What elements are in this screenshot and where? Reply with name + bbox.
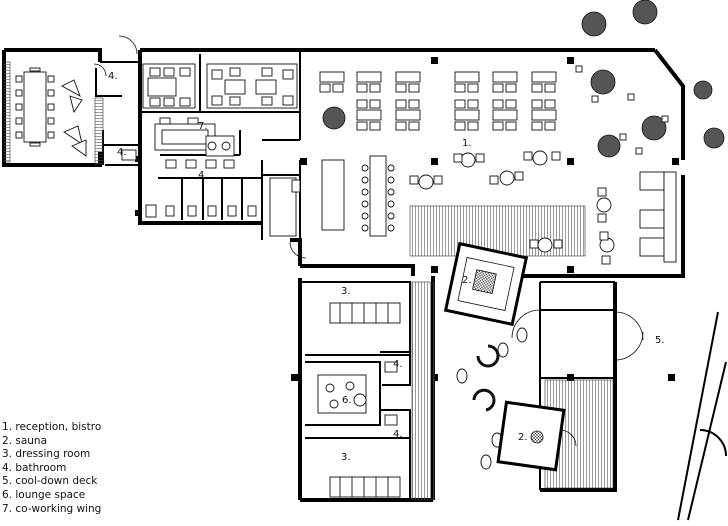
room-label-sauna-top: 2. bbox=[462, 275, 472, 286]
legend-item: 7. co-working wing bbox=[2, 502, 102, 515]
cool-down-deck-edge bbox=[677, 311, 727, 521]
room-label-lounge: 6. bbox=[342, 395, 352, 406]
dressing-room-benches bbox=[317, 302, 401, 498]
sauna-top bbox=[443, 241, 529, 327]
trees bbox=[322, 0, 725, 158]
legend-item: 1. reception, bistro bbox=[2, 421, 102, 433]
legend-item: 6. lounge space bbox=[2, 488, 86, 501]
room-label-dressing-top: 3. bbox=[341, 286, 351, 297]
door-swings bbox=[93, 35, 644, 447]
bistro-furniture bbox=[319, 65, 677, 265]
legend-item: 5. cool-down deck bbox=[2, 475, 98, 488]
legend-item: 2. sauna bbox=[2, 434, 48, 447]
structural-columns bbox=[135, 57, 679, 381]
room-label-coworking: 7. bbox=[198, 121, 208, 132]
lounge-furniture bbox=[456, 327, 528, 470]
room-labels: 1. 2. 2. 3. 3. 4. 4. 4. 4. 4. 5. 6. 7. bbox=[108, 71, 665, 463]
sauna-bottom bbox=[496, 400, 566, 472]
room-label-bath-c: 4. bbox=[198, 170, 208, 181]
room-label-sauna-bottom: 2. bbox=[518, 432, 528, 443]
room-label-bath-a: 4. bbox=[108, 71, 118, 82]
room-label-bath-e: 4. bbox=[393, 429, 403, 440]
legend: 1. reception, bistro 2. sauna 3. dressin… bbox=[2, 421, 182, 516]
legend-item: 3. dressing room bbox=[2, 448, 91, 461]
coworking-furniture bbox=[15, 63, 298, 157]
room-label-dressing-bottom: 3. bbox=[341, 452, 351, 463]
room-label-bath-d: 4. bbox=[393, 359, 403, 370]
legend-item: 4. bathroom bbox=[2, 461, 67, 474]
room-label-deck: 5. bbox=[655, 335, 665, 346]
room-label-bath-b: 4. bbox=[117, 147, 127, 158]
wc-fixtures bbox=[121, 149, 301, 237]
room-label-reception: 1. bbox=[462, 138, 472, 149]
